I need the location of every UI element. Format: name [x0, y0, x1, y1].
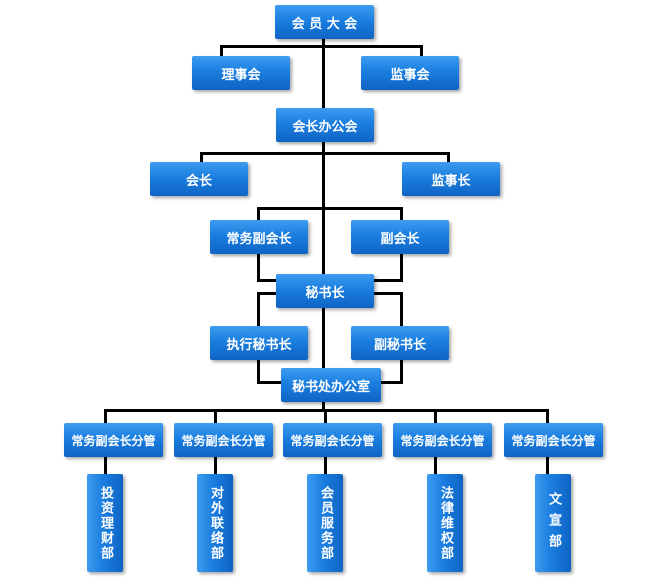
- connector-president-drop: [200, 152, 203, 164]
- vice-president-box: 副会长: [351, 220, 449, 254]
- connector-main-trunk: [322, 38, 325, 374]
- manager-label: 常务副会长分管: [290, 433, 375, 448]
- connector-dept-3-drop: [324, 456, 327, 476]
- connector-manager-2-drop: [214, 409, 217, 424]
- legal-rights-dept-box: 法律维权部: [427, 474, 463, 572]
- connector-supervisory-drop: [420, 45, 423, 57]
- connector-manager-1-drop: [104, 409, 107, 424]
- secretary-general-box: 秘书长: [276, 274, 374, 308]
- manager-label: 常务副会长分管: [511, 433, 596, 448]
- department-label: 法律维权部: [438, 485, 453, 561]
- connector-dept-5-drop: [546, 456, 549, 476]
- department-label: 文宣部: [546, 491, 561, 555]
- supervisory-board-box: 监事会: [361, 56, 459, 90]
- department-label: 投资理财部: [98, 485, 113, 561]
- council-label: 理事会: [221, 67, 261, 83]
- connector-dept-1-drop: [104, 456, 107, 476]
- president-box: 会长: [150, 162, 248, 196]
- chief-supervisor-box: 监事长: [402, 162, 500, 196]
- department-label: 会员服务部: [318, 485, 333, 561]
- members-assembly-box: 会 员 大 会: [275, 5, 374, 39]
- manager-box-3: 常务副会长分管: [283, 423, 382, 457]
- connector-manager-3-drop: [324, 409, 327, 424]
- manager-label: 常务副会长分管: [71, 433, 156, 448]
- executive-secretary-general-label: 执行秘书长: [226, 337, 292, 353]
- vice-president-label: 副会长: [380, 231, 420, 247]
- connector-chief-supervisor-drop: [447, 152, 450, 164]
- external-liaison-dept-box: 对外联络部: [197, 474, 233, 572]
- deputy-secretary-general-box: 副秘书长: [351, 326, 449, 360]
- department-label: 对外联络部: [208, 485, 223, 561]
- deputy-secretary-general-label: 副秘书长: [373, 337, 426, 353]
- connector-dept-4-drop: [434, 456, 437, 476]
- president-office-meeting-label: 会长办公会: [292, 119, 358, 135]
- president-office-meeting-box: 会长办公会: [276, 108, 374, 142]
- connector-level4-bar: [200, 152, 450, 155]
- president-label: 会长: [185, 173, 212, 189]
- executive-vice-president-label: 常务副会长: [226, 231, 292, 247]
- secretary-general-label: 秘书长: [305, 285, 345, 301]
- chief-supervisor-label: 监事长: [431, 173, 471, 189]
- connector-council-drop: [220, 45, 223, 57]
- connector-manager-4-drop: [434, 409, 437, 424]
- manager-box-2: 常务副会长分管: [174, 423, 273, 457]
- manager-box-4: 常务副会长分管: [393, 423, 492, 457]
- connector-manager-5-drop: [546, 409, 549, 424]
- publicity-dept-box: 文宣部: [535, 474, 571, 572]
- connector-dept-2-drop: [214, 456, 217, 476]
- connector-level2-bar: [220, 45, 423, 48]
- members-assembly-label: 会 员 大 会: [291, 16, 358, 32]
- executive-vice-president-box: 常务副会长: [210, 220, 308, 254]
- connector-vice-top-bar: [257, 207, 403, 210]
- investment-finance-dept-box: 投资理财部: [87, 474, 123, 572]
- connector-secretariat-drop: [322, 400, 325, 412]
- manager-label: 常务副会长分管: [400, 433, 485, 448]
- executive-secretary-general-box: 执行秘书长: [210, 326, 308, 360]
- manager-box-5: 常务副会长分管: [504, 423, 603, 457]
- supervisory-board-label: 监事会: [390, 67, 430, 83]
- member-services-dept-box: 会员服务部: [307, 474, 343, 572]
- manager-box-1: 常务副会长分管: [64, 423, 163, 457]
- secretariat-office-label: 秘书处办公室: [291, 379, 370, 395]
- secretariat-office-box: 秘书处办公室: [281, 368, 381, 402]
- council-box: 理事会: [192, 56, 290, 90]
- manager-label: 常务副会长分管: [181, 433, 266, 448]
